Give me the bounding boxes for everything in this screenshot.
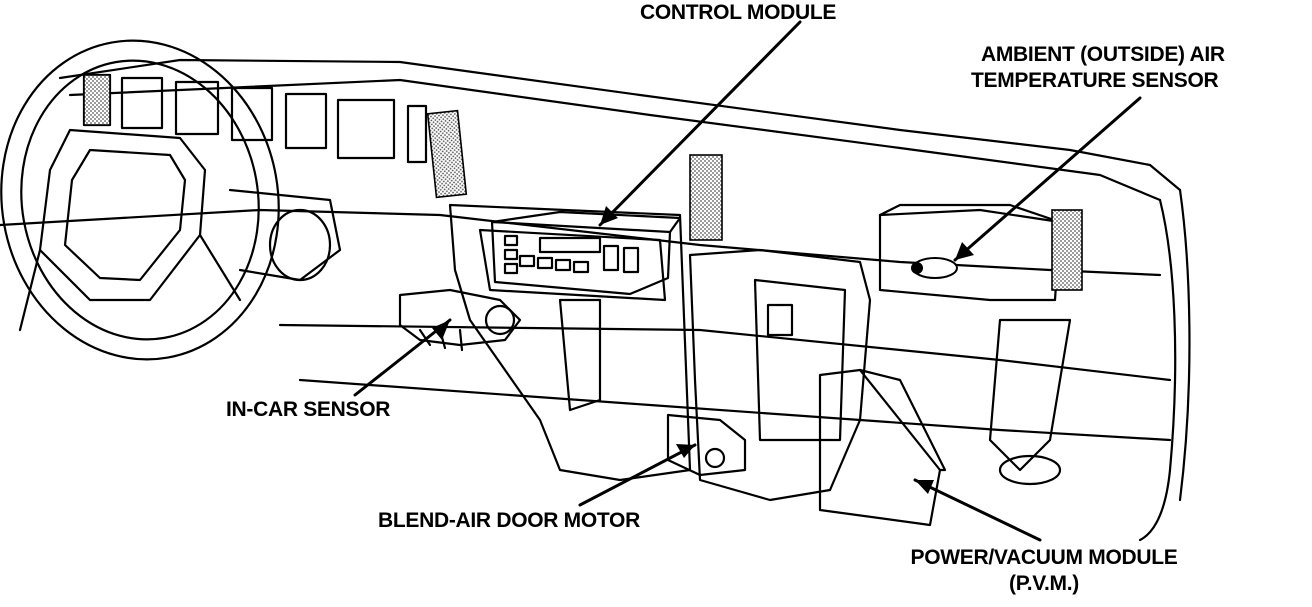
label-pvm: POWER/VACUUM MODULE (P.V.M.) <box>868 545 1220 597</box>
vent-left <box>83 74 111 126</box>
floor-vent <box>998 454 1062 486</box>
arrowhead-control-module <box>600 206 618 225</box>
arrowhead-ambient-sensor <box>955 242 974 260</box>
gauge-window-6 <box>336 98 396 160</box>
arrowhead-blend-motor <box>676 444 695 458</box>
passenger-box-top <box>878 203 1062 224</box>
center-stack-face <box>478 228 667 302</box>
control-buttons <box>503 234 640 275</box>
passenger-box <box>878 208 1062 302</box>
gauge-window-4 <box>230 86 274 142</box>
dash-top-inner <box>68 78 1162 202</box>
pvm-vacuum-box <box>858 368 947 472</box>
blend-motor-shaft <box>704 447 726 469</box>
leader-blend-motor <box>578 443 697 507</box>
steering-hub-inner <box>63 148 187 282</box>
control-module-top <box>490 210 682 234</box>
steering-column <box>228 188 342 282</box>
dash-right-end <box>1138 198 1177 542</box>
right-bracket <box>988 318 1072 472</box>
pvm-window <box>766 303 794 337</box>
dash-lower-line-2 <box>278 323 1172 382</box>
in-car-sensor-body <box>398 288 522 347</box>
pvm-back-panel <box>753 278 847 442</box>
vent-center-right <box>689 154 723 241</box>
steering-wheel-rim-inner <box>20 59 260 341</box>
column-shroud <box>268 208 332 282</box>
control-display <box>538 236 602 254</box>
label-ambient-sensor: AMBIENT (OUTSIDE) AIR TEMPERATURE SENSOR <box>971 42 1225 94</box>
gauge-window-2 <box>120 76 164 130</box>
label-blend-air-door-motor: BLEND-AIR DOOR MOTOR <box>378 509 640 532</box>
dash-lower-line-3 <box>298 378 1172 442</box>
label-in-car-sensor: IN-CAR SENSOR <box>226 398 391 421</box>
leader-pvm <box>913 478 1042 542</box>
label-ambient-sensor-line-2: TEMPERATURE SENSOR <box>971 69 1219 92</box>
steering-wheel-rim-outer <box>0 39 280 361</box>
label-pvm-line-2: (P.V.M.) <box>1009 572 1079 595</box>
gauge-window-5 <box>284 92 328 150</box>
leader-ambient-sensor <box>953 96 1142 262</box>
leader-control-module <box>598 20 802 227</box>
dash-lower-line-1 <box>0 208 1162 277</box>
right-duct-box <box>688 248 872 502</box>
label-ambient-sensor-line-1: AMBIENT (OUTSIDE) AIR <box>981 43 1225 66</box>
pvm-front-housing <box>818 368 942 527</box>
in-car-sensor-fan <box>484 304 516 336</box>
arrowhead-in-car-sensor <box>432 320 450 340</box>
ambient-sensor-tip <box>911 262 923 274</box>
label-control-module: CONTROL MODULE <box>640 1 837 24</box>
steering-hub <box>38 128 207 302</box>
label-pvm-line-1: POWER/VACUUM MODULE <box>910 546 1178 569</box>
vent-center-left <box>426 109 468 199</box>
control-module-body <box>490 220 672 296</box>
dash-top-edge <box>58 58 1182 192</box>
dash-right-end-outer <box>1178 188 1191 502</box>
lower-console <box>558 298 602 412</box>
vent-right <box>1051 209 1083 291</box>
leader-in-car-sensor <box>353 318 452 397</box>
gauge-window-7 <box>406 104 428 164</box>
steering-spoke <box>18 233 242 332</box>
arrowhead-pvm <box>915 480 934 494</box>
center-stack-outline <box>448 203 692 482</box>
